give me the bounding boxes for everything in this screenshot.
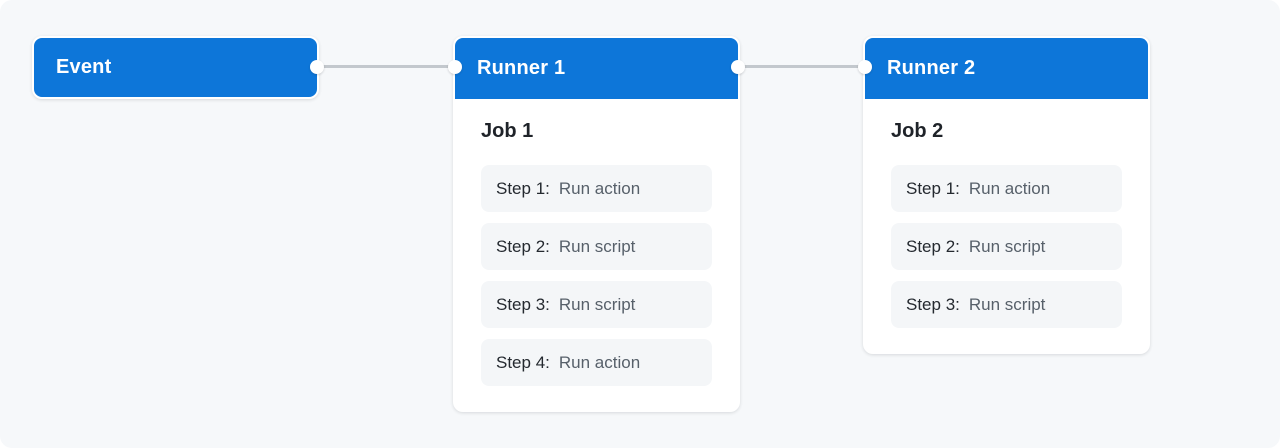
step-action: Run script <box>558 295 636 314</box>
connector-line-event-runner1 <box>317 65 455 68</box>
event-node: Event <box>32 36 319 99</box>
step-label: Step 1: <box>496 179 550 198</box>
job-1-title: Job 1 <box>481 120 534 142</box>
event-node-title: Event <box>56 56 112 78</box>
job-1-step-1: Step 1: Run action <box>481 165 712 212</box>
runner-2-card: Runner 2 Job 2 Step 1: Run action Step 2… <box>863 36 1150 354</box>
runner-1-body: Job 1 Step 1: Run action Step 2: Run scr… <box>455 99 738 386</box>
runner-2-title: Runner 2 <box>887 57 976 79</box>
job-2-step-3: Step 3: Run script <box>891 281 1122 328</box>
step-label: Step 1: <box>906 179 960 198</box>
runner-2-header: Runner 2 <box>865 38 1148 99</box>
job-1-step-4: Step 4: Run action <box>481 339 712 386</box>
step-action: Run action <box>558 179 641 198</box>
step-action: Run script <box>558 237 636 256</box>
runner-1-header: Runner 1 <box>455 38 738 99</box>
connector-line-runner1-runner2 <box>738 65 865 68</box>
job-2-step-1: Step 1: Run action <box>891 165 1122 212</box>
step-label: Step 3: <box>496 295 550 314</box>
step-label: Step 2: <box>496 237 550 256</box>
job-2-title: Job 2 <box>891 120 944 142</box>
step-action: Run action <box>968 179 1051 198</box>
runner-1-title: Runner 1 <box>477 57 566 79</box>
job-2-step-2: Step 2: Run script <box>891 223 1122 270</box>
connector-dot-runner1-right <box>731 60 745 74</box>
connector-dot-runner1-left <box>448 60 462 74</box>
step-action: Run script <box>968 237 1046 256</box>
step-label: Step 3: <box>906 295 960 314</box>
step-label: Step 2: <box>906 237 960 256</box>
job-1-step-2: Step 2: Run script <box>481 223 712 270</box>
step-action: Run action <box>558 353 641 372</box>
step-label: Step 4: <box>496 353 550 372</box>
job-1-step-3: Step 3: Run script <box>481 281 712 328</box>
runner-2-body: Job 2 Step 1: Run action Step 2: Run scr… <box>865 99 1148 328</box>
connector-dot-runner2-left <box>858 60 872 74</box>
step-action: Run script <box>968 295 1046 314</box>
runner-1-card: Runner 1 Job 1 Step 1: Run action Step 2… <box>453 36 740 412</box>
connector-dot-event-right <box>310 60 324 74</box>
